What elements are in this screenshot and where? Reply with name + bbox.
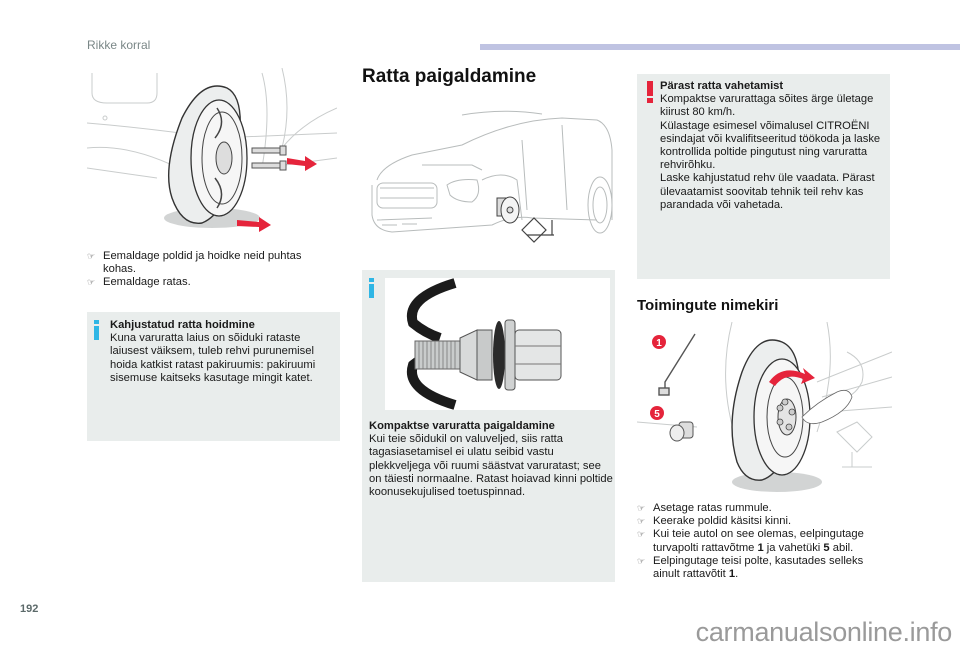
list-item: ☞Kui teie autol on see olemas, eelpingut… [637,528,864,554]
pointing-hand-icon: ☞ [637,529,646,540]
info-icon [94,320,99,340]
watermark-link[interactable]: carmanualsonline.info [695,617,953,647]
list-item: ☞Eemaldage ratas. [87,276,191,289]
section-subtitle: Toimingute nimekiri [637,297,779,314]
pointing-hand-icon: ☞ [637,516,646,527]
damaged-wheel-info-box: Kahjustatud ratta hoidmine Kuna varuratt… [87,312,340,441]
info-box-body: Kui teie sõidukil on valuveljed, siis ra… [369,433,613,499]
header-accent-bar [480,44,960,50]
list-item: ☞Eemaldage poldid ja hoidke neid puhtas … [87,250,302,276]
pointing-hand-icon: ☞ [87,251,96,261]
tighten-bolts-illustration: 1 5 [637,322,892,494]
wheel-bolt-illustration [385,278,610,410]
warning-line: Külastage esimesel võimalusel CITROËNI e… [660,119,881,172]
list-item: ☞Eelpingutage teisi polte, kasutades sel… [637,554,864,581]
warning-line: Laske kahjustatud rehv üle vaadata. Pära… [660,172,875,211]
info-icon [369,278,374,298]
callout-1: 1 [656,338,662,349]
after-wheel-change-warning-box: Pärast ratta vahetamist Kompaktse varura… [637,74,890,279]
callout-5: 5 [654,409,660,420]
list-item: ☞Keerake poldid käsitsi kinni. [637,515,792,528]
list-item: ☞Asetage ratas rummule. [637,502,772,514]
info-box-body: Kuna varuratta laius on sõiduki rataste … [110,332,316,384]
pointing-hand-icon: ☞ [637,555,646,566]
compact-spare-info-box: Kompaktse varuratta paigaldamine Kui tei… [362,270,615,582]
suv-on-jack-illustration [362,110,615,260]
section-label: Rikke korral [87,38,151,52]
warning-icon [647,81,653,103]
warning-line: Kompaktse varurattaga sõites ärge ületag… [660,93,874,119]
pointing-hand-icon: ☞ [637,503,646,513]
fitting-steps-list: ☞Asetage ratas rummule. ☞Keerake poldid … [637,502,892,581]
wheel-removal-illustration [87,68,337,238]
removal-steps-list: ☞Eemaldage poldid ja hoidke neid puhtas … [87,250,332,290]
page-title: Ratta paigaldamine [362,66,537,87]
page-number: 192 [20,603,39,615]
pointing-hand-icon: ☞ [87,277,96,288]
info-box-title: Kompaktse varuratta paigaldamine [369,420,555,432]
info-box-title: Kahjustatud ratta hoidmine [110,319,255,331]
warning-title: Pärast ratta vahetamist [660,80,784,92]
